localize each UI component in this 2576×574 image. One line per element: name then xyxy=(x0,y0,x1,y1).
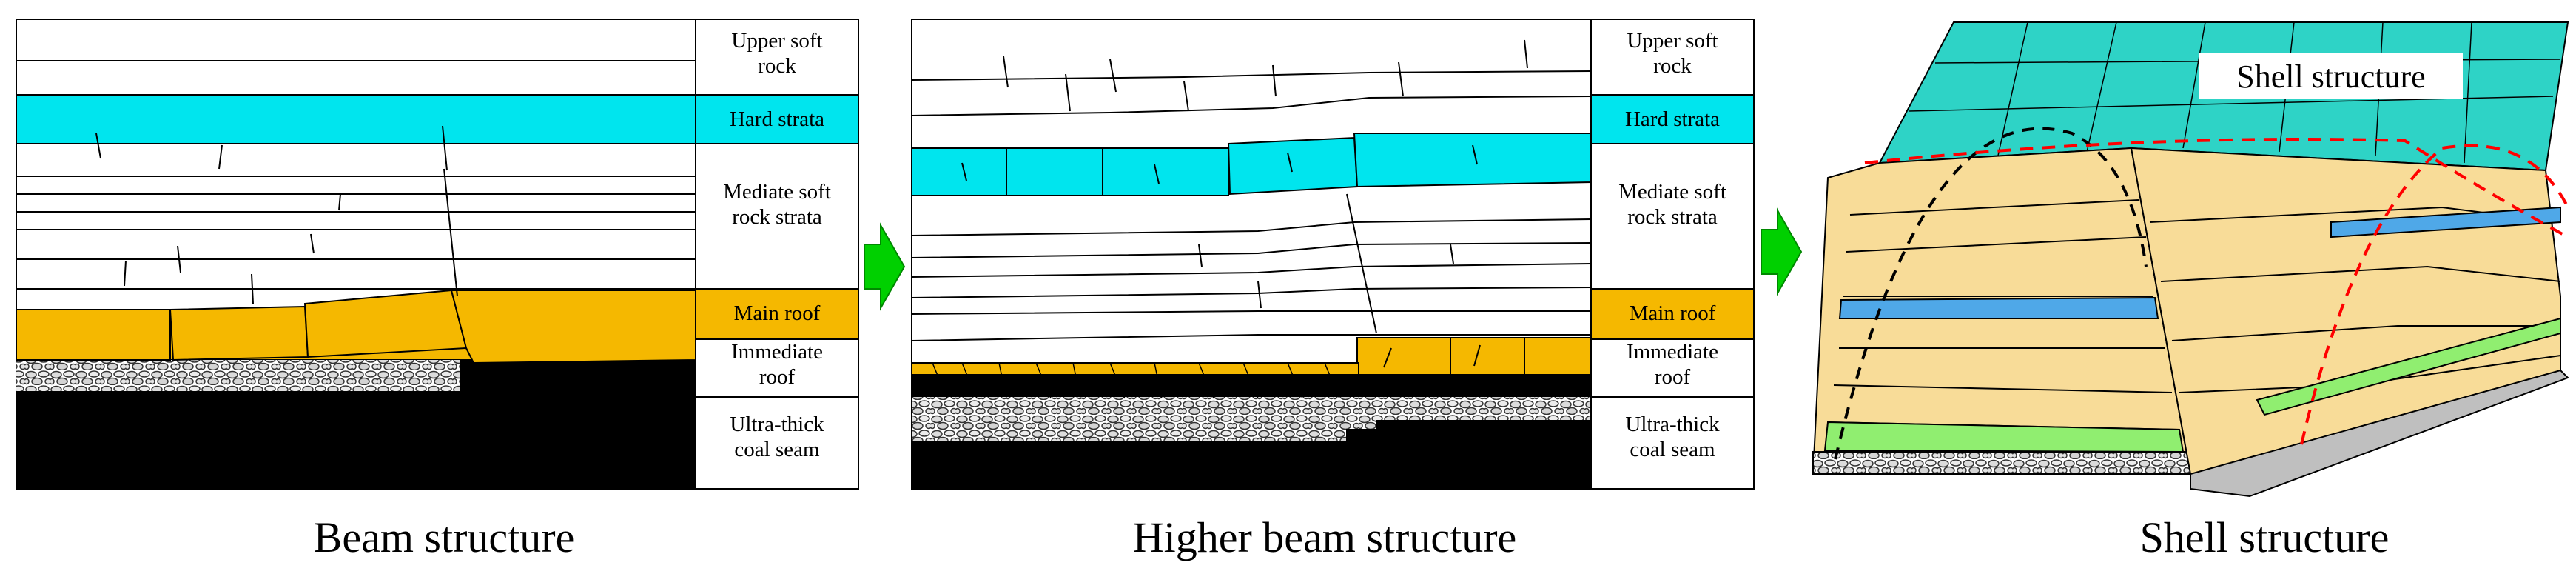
shell-red-dashed-curve xyxy=(1864,138,2569,238)
caption-beam-structure: Beam structure xyxy=(314,513,575,561)
shell-blue-band xyxy=(1838,296,2159,319)
panel2-broken-blocks xyxy=(932,362,1340,399)
label-coal-seam-1: Ultra-thick xyxy=(1625,413,1720,436)
panel1-main-roof-blocks xyxy=(16,289,696,364)
label-main-roof: Main roof xyxy=(1630,301,1716,325)
label-mediate-soft-2: rock strata xyxy=(1627,205,1718,229)
label-hard-strata: Hard strata xyxy=(730,107,824,131)
panel2-strata xyxy=(911,19,1592,490)
shell-black-dashed-curve xyxy=(1834,127,2148,460)
label-immediate-roof-2: roof xyxy=(1655,365,1691,389)
panel2-cracks xyxy=(961,39,1528,368)
label-mediate-soft-1: Mediate soft xyxy=(1618,180,1726,204)
label-immediate-roof-1: Immediate xyxy=(1627,340,1718,364)
label-upper-soft-rock-1: Upper soft xyxy=(731,29,822,53)
panel1-label-column xyxy=(695,19,859,490)
label-immediate-roof-2: roof xyxy=(759,365,796,389)
panel-shell-structure: Shell structure xyxy=(1812,21,2569,498)
panel1-cracks xyxy=(95,125,458,304)
label-hard-strata: Hard strata xyxy=(1625,107,1720,131)
label-mediate-soft-2: rock strata xyxy=(732,205,822,229)
shell-red-dashed-curve-2 xyxy=(2300,144,2569,445)
label-coal-seam-2: coal seam xyxy=(734,438,820,461)
label-mediate-soft-1: Mediate soft xyxy=(723,180,831,204)
label-coal-seam-2: coal seam xyxy=(1630,438,1715,461)
caption-shell-structure: Shell structure xyxy=(2140,513,2390,561)
label-upper-soft-rock-2: rock xyxy=(758,54,796,78)
label-upper-soft-rock-1: Upper soft xyxy=(1627,29,1718,53)
shell-callout-box xyxy=(2199,53,2463,99)
label-upper-soft-rock-2: rock xyxy=(1653,54,1692,78)
caption-higher-beam-structure: Higher beam structure xyxy=(1133,513,1517,561)
shell-base xyxy=(2190,369,2569,498)
label-immediate-roof-1: Immediate xyxy=(731,340,823,364)
shell-callout-label: Shell structure xyxy=(2236,59,2425,95)
shell-right-blue-band xyxy=(2330,206,2561,238)
label-main-roof: Main roof xyxy=(734,301,821,325)
panel2-label-column xyxy=(1590,19,1755,490)
shell-right-green-band xyxy=(2256,317,2561,416)
green-arrow-icon xyxy=(864,222,906,311)
label-coal-seam-1: Ultra-thick xyxy=(730,413,824,436)
green-arrow-icon xyxy=(1761,207,1803,296)
panel1-strata xyxy=(16,19,696,490)
